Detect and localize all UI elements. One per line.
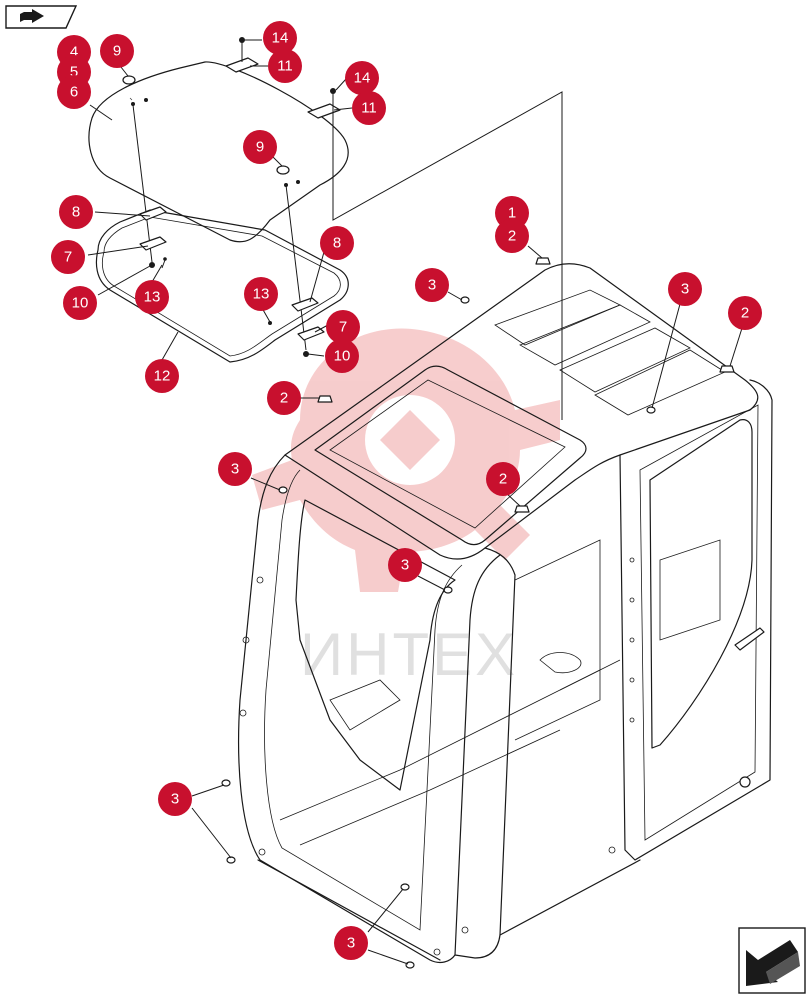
svg-text:3: 3 [347, 935, 355, 952]
hinge-hardware [122, 37, 341, 357]
roof-seal-frame [95, 209, 349, 363]
svg-text:11: 11 [361, 100, 377, 117]
next-page-arrow-icon[interactable] [738, 927, 806, 994]
callout-10: 10 [63, 286, 97, 320]
callout-2: 2 [486, 462, 520, 496]
reference-lines [332, 91, 563, 420]
svg-text:14: 14 [272, 30, 289, 47]
svg-text:7: 7 [64, 249, 72, 266]
callout-13: 13 [244, 277, 278, 311]
svg-text:3: 3 [428, 277, 436, 294]
callout-9: 9 [243, 130, 277, 164]
callout-6: 6 [57, 75, 91, 109]
svg-text:12: 12 [154, 368, 171, 385]
svg-text:1: 1 [508, 205, 516, 222]
callout-8: 8 [59, 195, 93, 229]
callout-11: 11 [268, 49, 302, 83]
callout-14: 14 [345, 61, 379, 95]
callout-10: 10 [325, 339, 359, 373]
callout-2: 2 [495, 219, 529, 253]
callout-9: 9 [100, 34, 134, 68]
callout-8: 8 [320, 226, 354, 260]
rivets [239, 557, 635, 956]
svg-text:3: 3 [231, 461, 239, 478]
callout-11: 11 [352, 91, 386, 125]
svg-text:13: 13 [144, 289, 161, 306]
svg-text:3: 3 [401, 557, 409, 574]
callout-7: 7 [51, 240, 85, 274]
cab-body [238, 263, 773, 964]
callout-2: 2 [267, 381, 301, 415]
svg-text:11: 11 [277, 58, 293, 75]
callout-14: 14 [263, 21, 297, 55]
callout-3: 3 [668, 272, 702, 306]
svg-text:6: 6 [70, 84, 78, 101]
watermark: ИНТЕХ [252, 328, 560, 688]
nav-arrow-icon[interactable] [5, 5, 78, 29]
callout-3: 3 [334, 926, 368, 960]
svg-text:8: 8 [72, 204, 80, 221]
callout-3: 3 [218, 452, 252, 486]
svg-text:9: 9 [113, 43, 121, 60]
svg-text:14: 14 [354, 70, 371, 87]
svg-text:10: 10 [334, 348, 351, 365]
callout-2: 2 [728, 296, 762, 330]
svg-text:7: 7 [339, 319, 347, 336]
svg-text:2: 2 [508, 228, 516, 245]
svg-text:2: 2 [741, 305, 749, 322]
svg-text:2: 2 [280, 390, 288, 407]
svg-text:2: 2 [499, 471, 507, 488]
svg-text:5: 5 [70, 64, 78, 81]
svg-text:8: 8 [333, 235, 341, 252]
svg-text:4: 4 [70, 44, 78, 61]
leader-lines [87, 39, 744, 965]
cab-fasteners [221, 257, 735, 969]
svg-text:13: 13 [253, 286, 270, 303]
callout-3: 3 [158, 782, 192, 816]
callout-12: 12 [145, 359, 179, 393]
callout-3: 3 [415, 268, 449, 302]
svg-text:9: 9 [256, 139, 264, 156]
svg-text:3: 3 [171, 791, 179, 808]
svg-text:10: 10 [72, 295, 89, 312]
watermark-text: ИНТЕХ [300, 621, 518, 688]
callout-3: 3 [388, 548, 422, 582]
roof-panel [88, 61, 349, 243]
svg-text:3: 3 [681, 281, 689, 298]
callout-13: 13 [135, 280, 169, 314]
callout-7: 7 [326, 310, 360, 344]
watermark-logo-icon [252, 328, 560, 592]
